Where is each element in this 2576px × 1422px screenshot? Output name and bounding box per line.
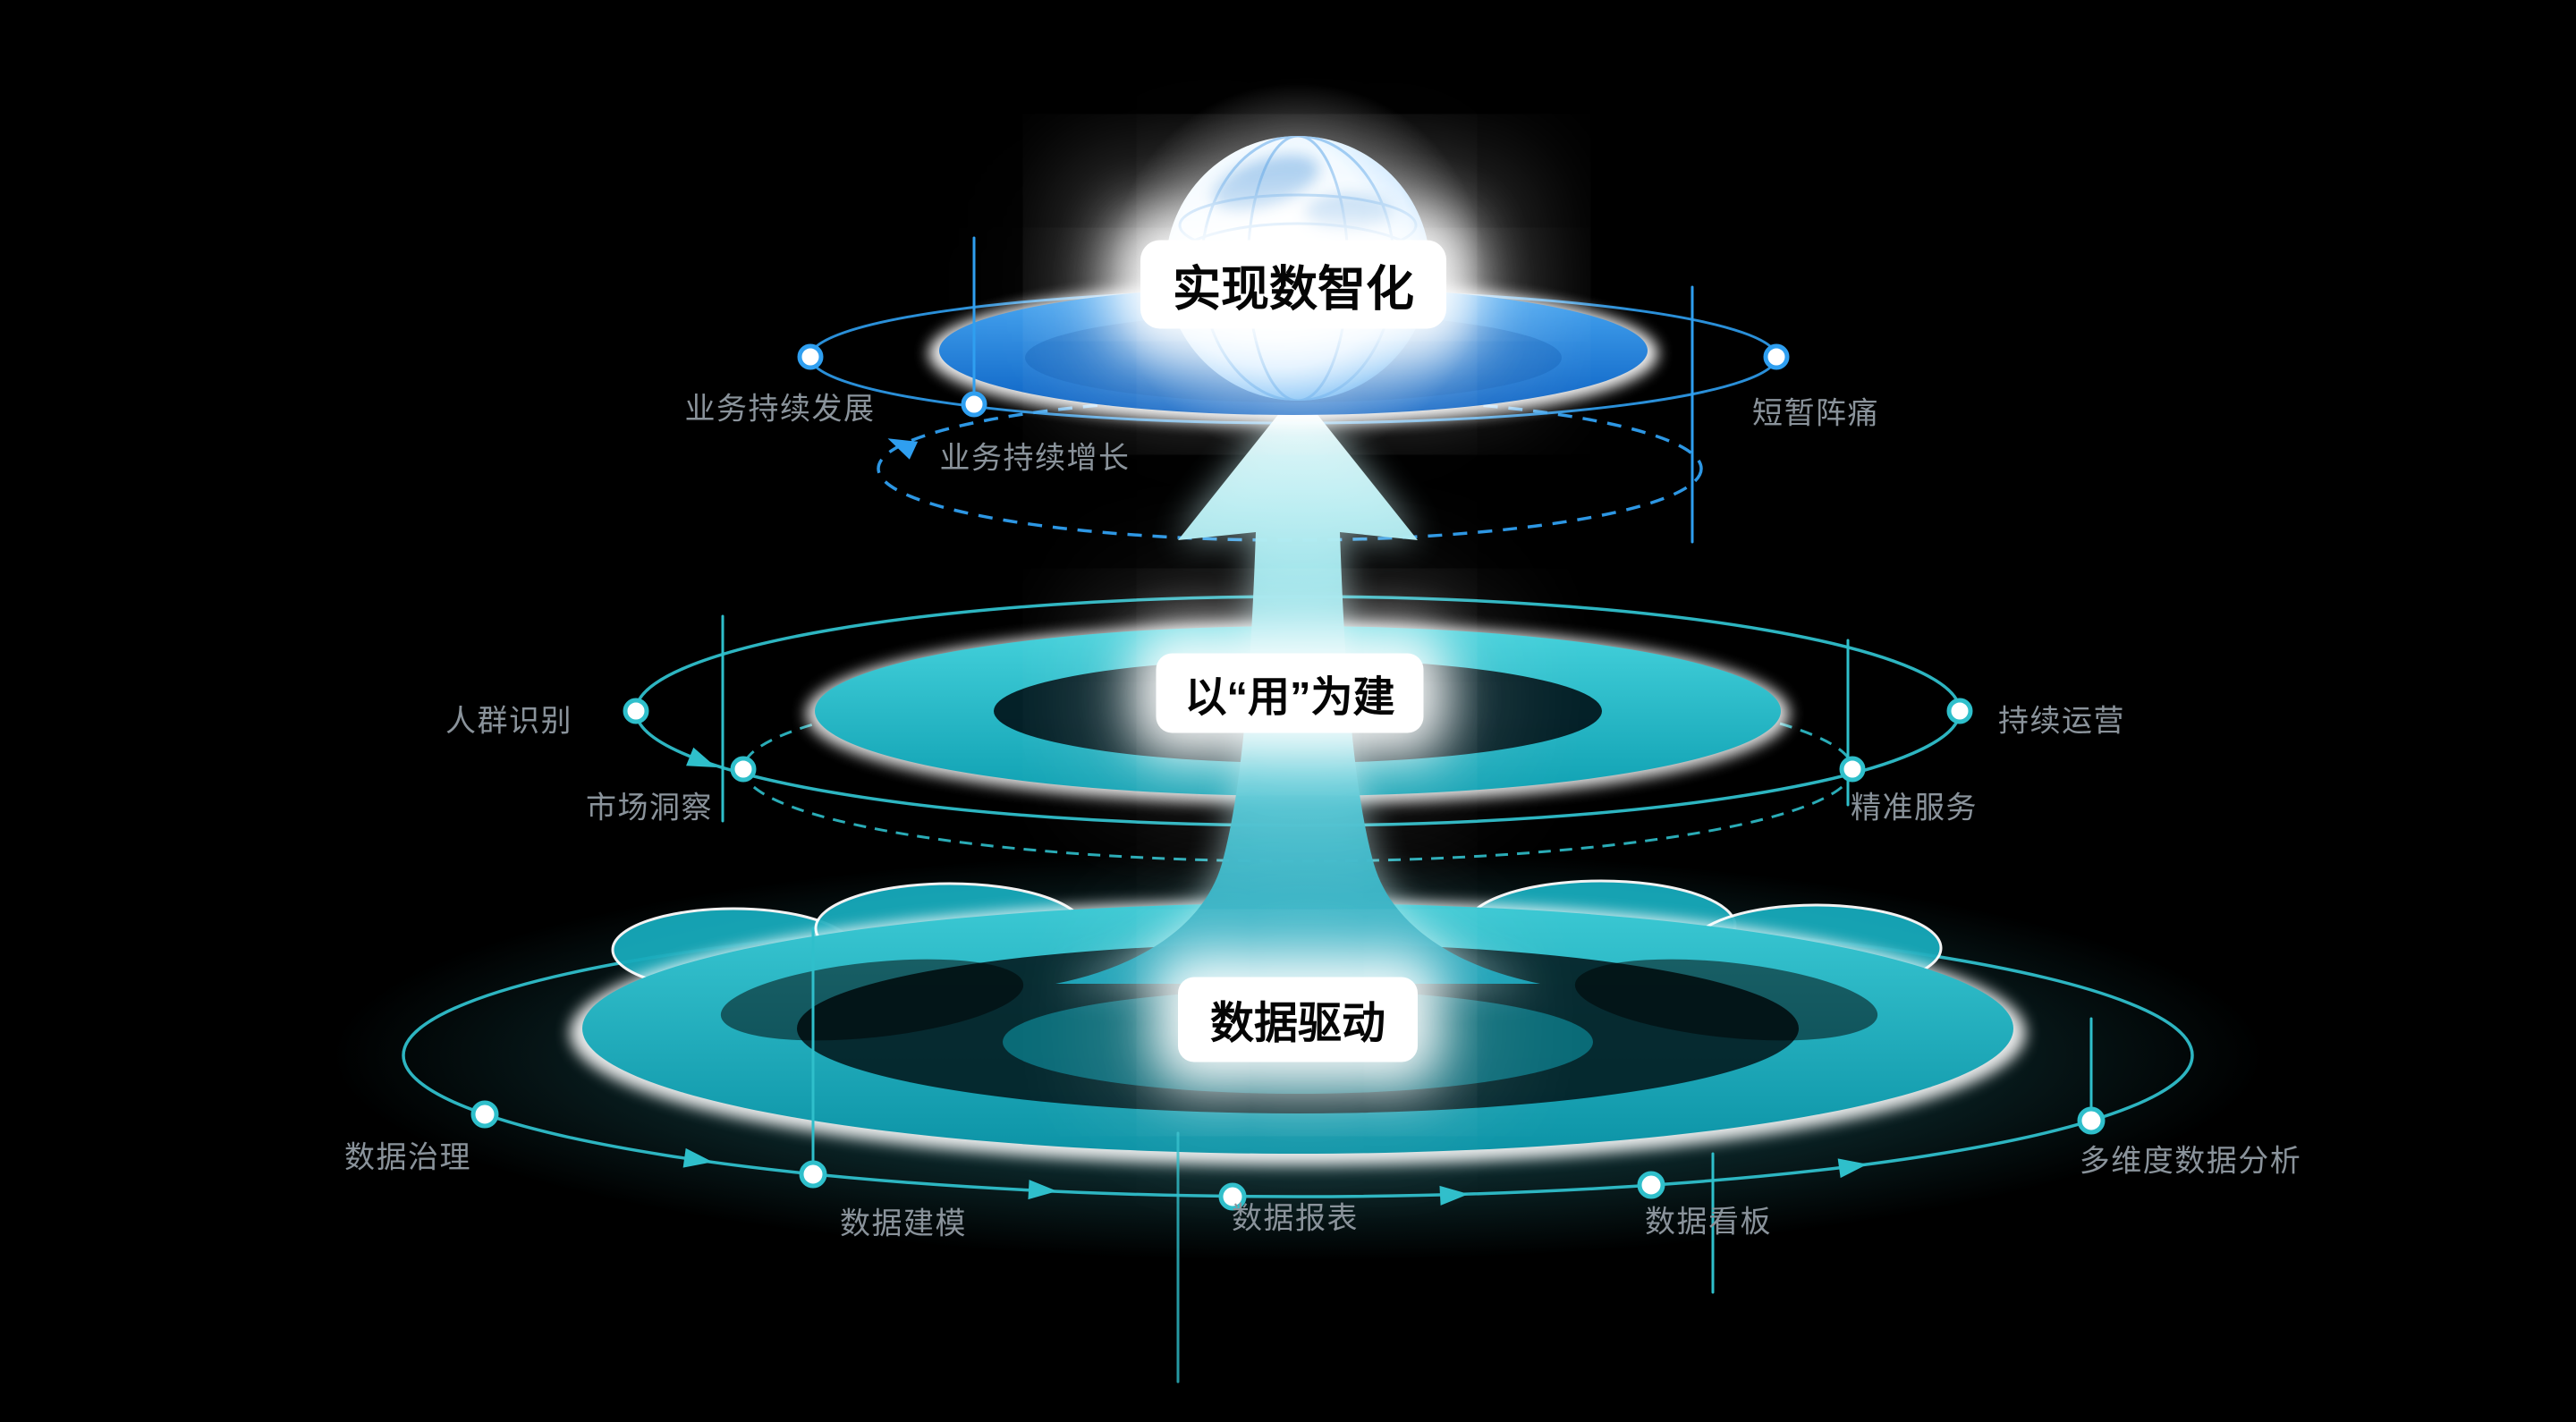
orbit-node-teal [2077,1106,2106,1135]
connector-lines [721,236,2093,1384]
middle-title-pill: 以“用”为建 [1156,653,1424,733]
middle-title: 以“用”为建 [1184,673,1395,721]
bottom-disc-shadow-wedge [720,959,1024,1041]
top-orbit-arrowhead [887,438,919,460]
orbit-node-blue [1763,343,1790,370]
label-data-modeling: 数据建模 [840,1206,967,1241]
middle-orbit-arrowhead [686,747,716,767]
label-market-insight: 市场洞察 [586,791,713,825]
label-crowd-identification: 人群识别 [445,704,572,739]
bottom-orbit-arrowhead [1837,1158,1868,1179]
orbit-node-teal [1637,1171,1665,1199]
orbit-nodes [470,343,2106,1211]
bottom-orbit-arrowhead [1028,1180,1057,1200]
label-precision-service: 精准服务 [1851,791,1978,825]
orbit-node-blue [797,343,824,370]
label-business-development: 业务持续发展 [684,392,876,427]
label-continuous-operation: 持续运营 [1998,704,2125,739]
orbit-node-teal [623,698,649,724]
orbit-node-blue [961,391,987,418]
label-multidim-analysis: 多维度数据分析 [2079,1144,2302,1179]
top-title-pill: 实现数智化 [1140,240,1446,329]
orbit-node-teal [799,1160,827,1189]
label-data-report: 数据报表 [1232,1201,1359,1236]
label-short-term-pain: 短暂阵痛 [1752,396,1879,431]
top-title: 实现数智化 [1173,262,1414,317]
label-business-growth: 业务持续增长 [939,441,1131,476]
label-data-governance: 数据治理 [344,1140,471,1175]
orbit-node-teal [1218,1182,1247,1211]
orbit-node-teal [1839,756,1866,783]
orbit-node-teal [730,756,757,783]
orbit-node-teal [1946,698,1973,724]
bottom-disc-shadow-wedge [1574,959,1878,1041]
bottom-title: 数据驱动 [1209,999,1386,1048]
orbit-node-teal [470,1100,499,1129]
bottom-orbit-arrowhead [682,1147,713,1168]
bottom-orbit-arrowhead [1439,1185,1469,1206]
bottom-title-pill: 数据驱动 [1177,977,1419,1062]
label-data-dashboard: 数据看板 [1645,1205,1772,1240]
